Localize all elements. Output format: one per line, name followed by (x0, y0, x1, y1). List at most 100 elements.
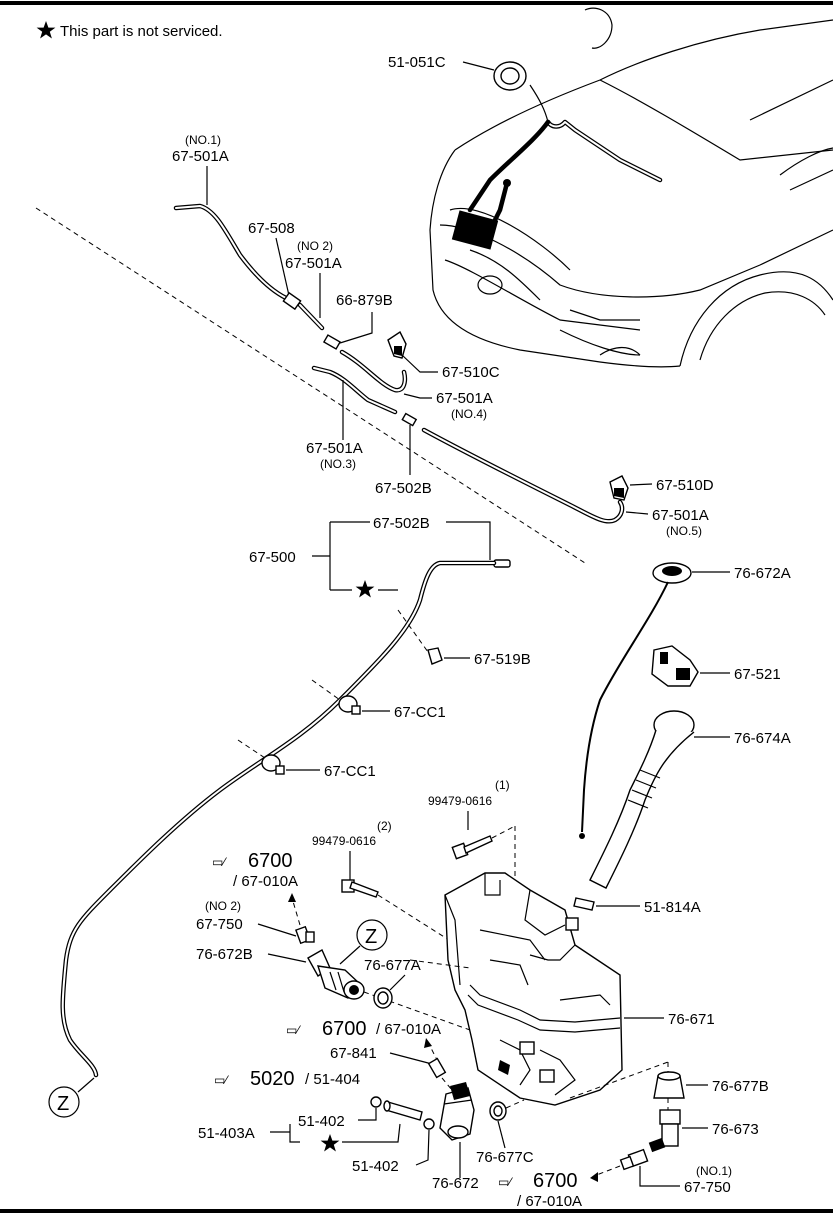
label-67-501a-no5: 67-501A (652, 507, 709, 524)
z-label-lower: Z (57, 1093, 69, 1115)
label-67-750-no1: 67-750 (684, 1179, 731, 1196)
pump-76-672b (307, 949, 365, 1000)
label-67-cc1-upper: 67-CC1 (394, 704, 446, 721)
star-icon-67-500 (355, 580, 375, 598)
bolt-99479-0616-upper (451, 835, 493, 860)
label-67-500: 67-500 (249, 549, 296, 566)
joint-67-508 (282, 291, 302, 311)
label-76-673: 76-673 (712, 1121, 759, 1138)
clamp-67-cc1-lower (261, 754, 285, 775)
label-76-672a: 76-672A (734, 565, 791, 582)
reference-dashed-line-upper (35, 207, 586, 564)
ref-51-404: / 51-404 (305, 1071, 360, 1088)
label-99479-0616-b: 99479-0616 (312, 834, 376, 848)
label-no5: (NO.5) (666, 524, 702, 538)
label-67-841: 67-841 (330, 1045, 377, 1062)
grommet-51-402-upper (370, 1096, 382, 1108)
label-67-501a-no4: 67-501A (436, 390, 493, 407)
label-no1-b: (NO.1) (696, 1164, 732, 1178)
label-51-402-lower: 51-402 (352, 1158, 399, 1175)
hose-67-501a-no3 (311, 365, 398, 415)
label-76-677c: 76-677C (476, 1149, 534, 1166)
filler-neck-76-674a (589, 710, 695, 889)
label-67-510d: 67-510D (656, 477, 714, 494)
pump-76-672 (439, 1082, 475, 1141)
label-51-403a: 51-403A (198, 1125, 255, 1142)
label-51-402-upper: 51-402 (298, 1113, 345, 1130)
label-no2-a: (NO 2) (297, 239, 333, 253)
label-76-672: 76-672 (432, 1175, 479, 1192)
label-76-674a: 76-674A (734, 730, 791, 747)
ref-5020: 5020 (250, 1068, 295, 1090)
star-icon (36, 21, 56, 39)
ref-67-010a-c: / 67-010A (517, 1193, 582, 1210)
hose-67-501a-no2 (297, 302, 325, 331)
bolt-99479-0616-lower (341, 879, 379, 898)
hose-67-501a-no1 (173, 203, 289, 301)
ref-6700-a: 6700 (248, 850, 293, 872)
label-67-519b: 67-519B (474, 651, 531, 668)
label-76-671: 76-671 (668, 1011, 715, 1028)
grommet-51-402-lower (423, 1118, 435, 1130)
label-99479-0616-a: 99479-0616 (428, 794, 492, 808)
nozzle-67-510c (387, 330, 407, 359)
label-51-814a: 51-814A (644, 899, 701, 916)
label-67-502b-lower: 67-502B (373, 515, 430, 532)
label-67-501a-no3: 67-501A (306, 440, 363, 457)
star-icon-51-403a (320, 1134, 340, 1152)
clip-67-519b (427, 647, 443, 665)
grommet-76-677b (653, 1071, 685, 1099)
ref-book-icon-c: ▭⁄ (214, 1073, 229, 1087)
vehicle-illustration (429, 7, 833, 368)
hose-67-501a-no5 (421, 427, 625, 524)
ref-book-icon-a: ▭⁄ (212, 855, 227, 869)
sensor-76-673 (648, 1109, 681, 1153)
nozzle-67-510d (609, 475, 629, 501)
main-hose-67-500 (60, 560, 497, 1078)
label-67-501a-no1: 67-501A (172, 148, 229, 165)
hose-67-501a-no4 (339, 349, 408, 393)
grommet-76-677c (489, 1101, 507, 1121)
pipe-51-403a (383, 1100, 423, 1121)
label-qty1: (1) (495, 778, 510, 792)
label-67-510c: 67-510C (442, 364, 500, 381)
label-67-521: 67-521 (734, 666, 781, 683)
ref-6700-c: 6700 (533, 1170, 578, 1192)
label-76-677b: 76-677B (712, 1078, 769, 1095)
joint-67-502b-main (493, 559, 511, 568)
label-66-879b: 66-879B (336, 292, 393, 309)
z-marker-lower (48, 1086, 80, 1118)
label-qty2: (2) (377, 819, 392, 833)
label-no4: (NO.4) (451, 407, 487, 421)
label-no3: (NO.3) (320, 457, 356, 471)
z-label-upper: Z (365, 926, 377, 948)
ref-67-010a-a: / 67-010A (233, 873, 298, 890)
check-valve-66-879b (322, 334, 342, 350)
label-76-677a: 76-677A (364, 957, 421, 974)
not-serviced-note: This part is not serviced. (60, 23, 223, 40)
label-67-cc1-lower: 67-CC1 (324, 763, 376, 780)
level-tube (581, 581, 669, 833)
ref-book-icon-d: ▭⁄ (498, 1175, 513, 1189)
ref-book-icon-b: ▭⁄ (286, 1023, 301, 1037)
label-67-501a-no2: 67-501A (285, 255, 342, 272)
label-51-051c: 51-051C (388, 54, 446, 71)
joint-67-502b-upper (401, 412, 418, 427)
hood-hose-route (451, 84, 663, 250)
connector-67-750-no2 (295, 925, 315, 945)
connector-67-841 (427, 1057, 447, 1079)
bracket-67-521 (651, 645, 699, 687)
label-67-508: 67-508 (248, 220, 295, 237)
label-76-672b: 76-672B (196, 946, 253, 963)
cap-76-672a (652, 562, 692, 584)
grommet-51-051c (493, 61, 527, 91)
clamp-67-cc1-upper (338, 695, 361, 715)
label-67-750-no2: 67-750 (196, 916, 243, 933)
grommet-76-677a (373, 987, 393, 1009)
reservoir-76-671 (444, 872, 623, 1106)
z-marker-upper (356, 919, 388, 951)
ref-6700-b: 6700 (322, 1018, 367, 1040)
seal-51-814a (573, 897, 595, 911)
label-no1-a: (NO.1) (185, 133, 221, 147)
